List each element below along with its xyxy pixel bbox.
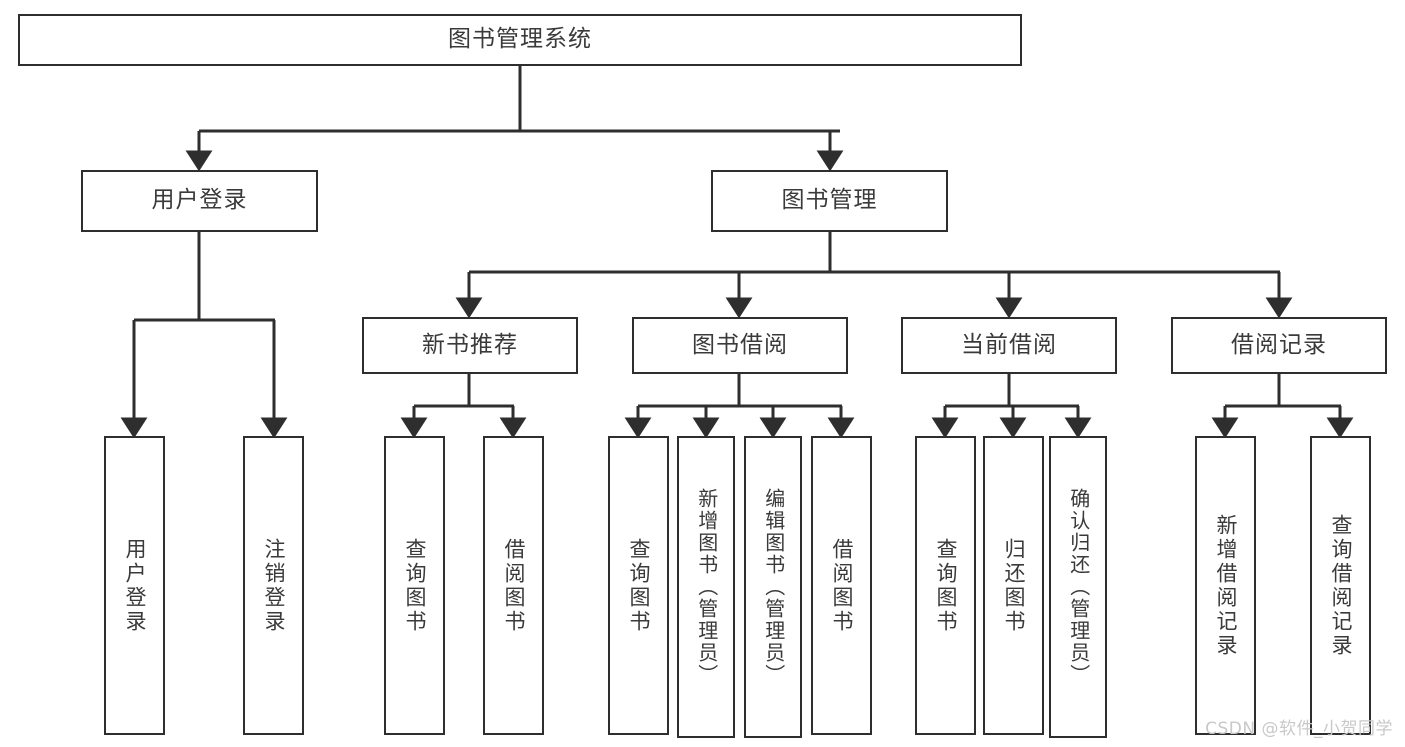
node-label: 新增借阅记录 (1213, 513, 1238, 658)
leaf-add-borrow-record[interactable]: 新增借阅记录 (1195, 436, 1256, 735)
node-label: 借阅图书 (501, 537, 526, 634)
leaf-borrow-book[interactable]: 借阅图书 (811, 436, 872, 735)
node-label: 图书管理系统 (448, 26, 592, 53)
node-user-login[interactable]: 用户登录 (81, 170, 318, 232)
node-label: 新书推荐 (422, 331, 518, 358)
node-label: 归还图书 (1001, 537, 1026, 634)
leaf-query-book-recommend[interactable]: 查询图书 (384, 436, 445, 735)
node-new-book-recommend[interactable]: 新书推荐 (362, 317, 578, 374)
node-label: 查询图书 (626, 537, 651, 634)
node-label: 查询图书 (402, 537, 427, 634)
leaf-add-book-admin[interactable]: 新增图书（管理员） (677, 436, 735, 738)
leaf-query-book-borrow[interactable]: 查询图书 (608, 436, 669, 735)
node-label: 确认归还（管理员） (1066, 488, 1091, 686)
node-borrow-record[interactable]: 借阅记录 (1171, 317, 1387, 374)
node-root-system[interactable]: 图书管理系统 (18, 14, 1022, 66)
node-label: 查询图书 (933, 537, 958, 634)
node-book-management[interactable]: 图书管理 (711, 170, 948, 232)
node-book-borrow[interactable]: 图书借阅 (632, 317, 848, 374)
node-label: 图书借阅 (692, 331, 788, 358)
node-label: 借阅记录 (1231, 331, 1327, 358)
leaf-return-book[interactable]: 归还图书 (983, 436, 1044, 735)
leaf-query-book-current[interactable]: 查询图书 (915, 436, 976, 735)
node-label: 图书管理 (781, 187, 878, 214)
leaf-user-login[interactable]: 用户登录 (104, 436, 165, 735)
node-label: 借阅图书 (829, 537, 854, 634)
watermark-text: CSDN @软件_小贺同学 (1205, 719, 1393, 739)
leaf-query-borrow-record[interactable]: 查询借阅记录 (1310, 436, 1371, 735)
leaf-borrow-book-recommend[interactable]: 借阅图书 (483, 436, 544, 735)
node-label: 查询借阅记录 (1328, 513, 1353, 658)
node-current-borrow[interactable]: 当前借阅 (901, 317, 1117, 374)
node-label: 注销登录 (261, 537, 286, 634)
node-label: 用户登录 (151, 187, 248, 214)
leaf-confirm-return-admin[interactable]: 确认归还（管理员） (1049, 436, 1107, 738)
node-label: 当前借阅 (961, 331, 1057, 358)
leaf-logout[interactable]: 注销登录 (243, 436, 304, 735)
leaf-edit-book-admin[interactable]: 编辑图书（管理员） (744, 436, 802, 738)
node-label: 新增图书（管理员） (694, 488, 719, 686)
node-label: 编辑图书（管理员） (761, 488, 786, 686)
node-label: 用户登录 (122, 537, 147, 634)
